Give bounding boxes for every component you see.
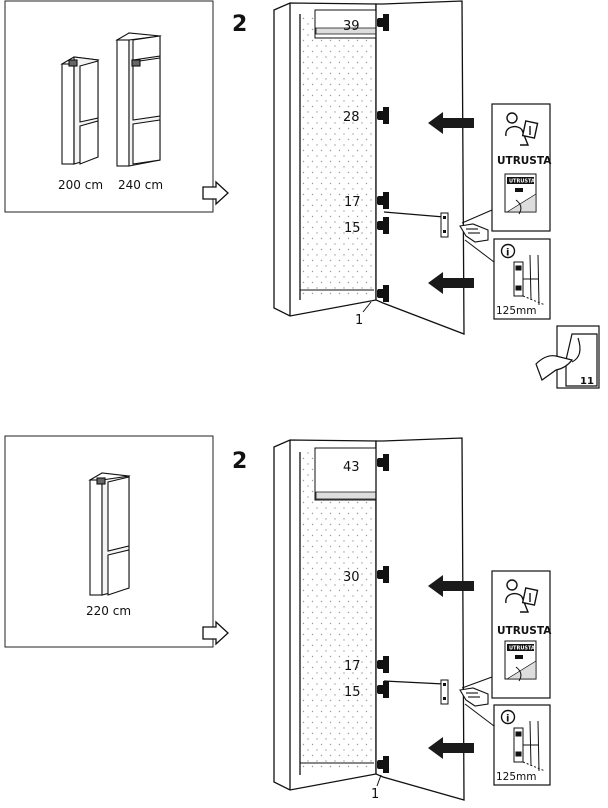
utrusta-booklet-icon: UTRUSTA [504, 173, 537, 215]
arrow-right-icon [202, 180, 229, 206]
page-turn-icon [535, 333, 598, 387]
measurement-label: 125mm [496, 771, 537, 783]
hinges [377, 14, 389, 302]
person-reading-manual-icon [505, 112, 539, 146]
size-label-220cm: 220 cm [86, 604, 131, 618]
cabinet-door [375, 437, 465, 801]
hinge-position-label: 30 [343, 570, 360, 585]
cabinet-frame [273, 0, 465, 335]
cabinet-220cm-illustration [88, 472, 131, 596]
hinge-position-label: 1 [355, 313, 363, 328]
utrusta-label: UTRUSTA [497, 155, 552, 167]
info-icon [500, 709, 516, 725]
info-icon [500, 243, 516, 259]
hinge-position-label: 43 [343, 460, 360, 475]
hand-pressing-icon [459, 687, 489, 707]
size-option-panel [4, 0, 214, 213]
measurement-label: 125mm [496, 305, 537, 317]
arrow-right-icon [202, 620, 229, 646]
bottom-section: 220 cm 2 43 30 17 15 1 [4, 435, 552, 802]
hinge-position-label: 17 [344, 659, 361, 674]
top-section: 200 cm 240 cm 2 [4, 0, 600, 389]
size-option-panel [4, 435, 214, 648]
step-number: 2 [232, 449, 247, 474]
hinge-position-label: 15 [344, 685, 361, 700]
utrusta-booklet-icon: UTRUSTA [504, 640, 537, 682]
cabinet-200cm-illustration [60, 56, 100, 165]
size-label-240cm: 240 cm [118, 178, 163, 192]
hinge-position-label: 17 [344, 195, 361, 210]
page-reference-number: 11 [580, 376, 594, 387]
hinge-position-label: 39 [343, 19, 360, 34]
push-arrow-icon [428, 575, 474, 597]
hinge-plate-detail [513, 254, 546, 306]
hinge-position-label: 1 [371, 787, 379, 802]
utrusta-booklet-label: UTRUSTA [509, 179, 535, 185]
push-arrow-icon [428, 272, 474, 294]
hinge-plate-detail [513, 720, 546, 772]
hinge-position-label: 15 [344, 221, 361, 236]
utrusta-booklet-label: UTRUSTA [509, 646, 535, 652]
cabinet-frame [273, 437, 465, 801]
hinges [377, 454, 389, 773]
cabinet-door [375, 0, 465, 335]
push-arrow-icon [428, 112, 474, 134]
step-number: 2 [232, 12, 247, 37]
utrusta-label: UTRUSTA [497, 625, 552, 637]
push-arrow-icon [428, 737, 474, 759]
info-icon-glyph: i [506, 248, 509, 259]
hand-pressing-icon [459, 223, 489, 243]
size-label-200cm: 200 cm [58, 178, 103, 192]
info-icon-glyph: i [506, 714, 509, 725]
cabinet-240cm-illustration [115, 32, 162, 167]
person-reading-manual-icon [505, 579, 539, 613]
hinge-position-label: 28 [343, 110, 360, 125]
